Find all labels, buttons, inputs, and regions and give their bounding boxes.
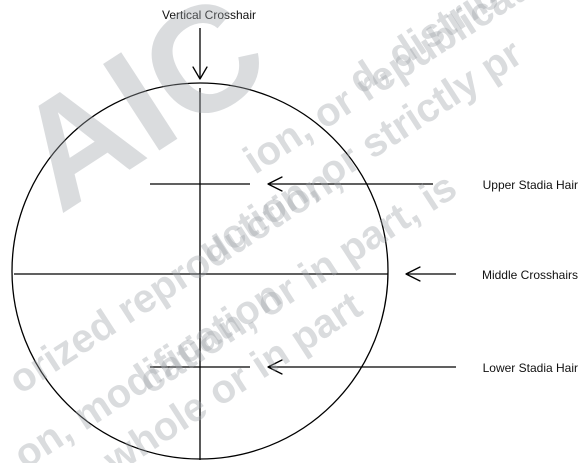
vertical-crosshair-arrow xyxy=(192,28,208,80)
upper-stadia-arrow xyxy=(267,176,433,192)
lower-stadia-arrow xyxy=(267,359,456,375)
vertical-crosshair-label: Vertical Crosshair xyxy=(162,8,256,22)
middle-crosshairs-arrow xyxy=(405,266,456,282)
upper-stadia-hair-label: Upper Stadia Hair xyxy=(483,178,578,192)
lower-stadia-hair-label: Lower Stadia Hair xyxy=(483,361,578,375)
middle-crosshairs-label: Middle Crosshairs xyxy=(482,268,578,282)
